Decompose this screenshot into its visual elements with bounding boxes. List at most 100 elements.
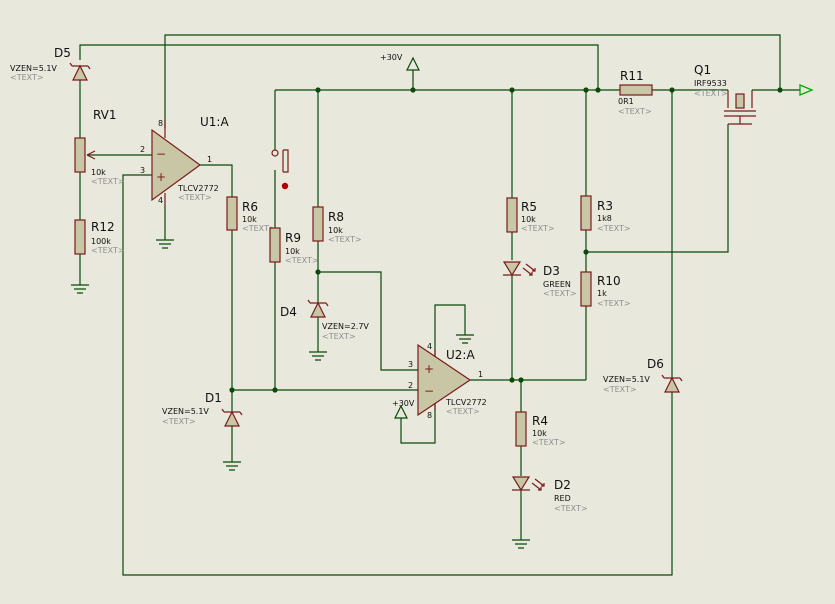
wire-u1-pin3 bbox=[122, 174, 673, 576]
r3-ref: R3 bbox=[597, 199, 613, 213]
r3-value: 1k8 bbox=[597, 214, 612, 223]
light-arrow-icon bbox=[531, 478, 545, 491]
switch-lever-icon bbox=[282, 149, 289, 173]
zener-diode-icon bbox=[310, 301, 326, 318]
u1-minus-sign: − bbox=[156, 147, 166, 161]
r11-text: <TEXT> bbox=[618, 107, 652, 116]
wire-ref-u2-plus bbox=[318, 271, 418, 371]
d5-value: VZEN=5.1V bbox=[10, 64, 57, 73]
r8-ref: R8 bbox=[328, 210, 344, 224]
opamp-icon bbox=[151, 128, 202, 202]
u2-pin-1: 1 bbox=[478, 370, 483, 379]
u1-ref: U1:A bbox=[200, 115, 229, 129]
ground-symbols bbox=[71, 239, 530, 549]
supply-label-u2: +30V bbox=[392, 399, 415, 408]
r11-value: 0R1 bbox=[618, 97, 634, 106]
q1-text: <TEXT> bbox=[694, 89, 728, 98]
wire-top-d5 bbox=[79, 44, 599, 90]
rv1-ref: RV1 bbox=[93, 108, 117, 122]
resistor-icon bbox=[74, 219, 86, 255]
component-r5[interactable]: R5 10k <TEXT> bbox=[506, 197, 555, 233]
u2-pin-2: 2 bbox=[408, 381, 413, 390]
ground-icon bbox=[512, 539, 530, 549]
rv1-value: 10k bbox=[91, 168, 106, 177]
junction-dot bbox=[229, 387, 235, 393]
d3-text: <TEXT> bbox=[543, 289, 577, 298]
component-d1[interactable]: D1 VZEN=5.1V <TEXT> bbox=[162, 391, 243, 427]
switch-contact-icon bbox=[271, 149, 279, 157]
led-icon bbox=[502, 261, 522, 277]
ground-icon bbox=[309, 351, 327, 361]
u1-value: TLCV2772 bbox=[177, 184, 219, 193]
resistor-icon bbox=[580, 195, 592, 231]
r3-text: <TEXT> bbox=[597, 224, 631, 233]
component-d3[interactable]: D3 GREEN <TEXT> bbox=[502, 261, 577, 298]
r9-ref: R9 bbox=[285, 231, 301, 245]
component-r8[interactable]: R8 10k <TEXT> bbox=[312, 206, 362, 244]
component-q1[interactable]: Q1 IRF9533 <TEXT> bbox=[694, 63, 756, 125]
resistor-icon bbox=[312, 206, 324, 242]
component-r11[interactable]: R11 0R1 <TEXT> bbox=[618, 69, 653, 116]
junction-dot bbox=[518, 377, 524, 383]
component-u1[interactable]: − + 2 3 1 8 4 U1:A TLCV2772 <TEXT> bbox=[140, 115, 229, 205]
resistor-icon bbox=[226, 196, 238, 231]
zener-diode-icon bbox=[224, 410, 240, 427]
d5-ref: D5 bbox=[54, 46, 71, 60]
junction-dot bbox=[509, 87, 515, 93]
component-r9[interactable]: R9 10k <TEXT> bbox=[269, 227, 319, 265]
component-r10[interactable]: R10 1k <TEXT> bbox=[580, 271, 631, 308]
component-d6[interactable]: D6 VZEN=5.1V <TEXT> bbox=[603, 357, 683, 394]
mosfet-body-icon bbox=[735, 93, 745, 109]
junction-dot bbox=[272, 387, 278, 393]
ground-icon bbox=[456, 334, 474, 344]
output-terminal-icon bbox=[799, 84, 814, 96]
r10-value: 1k bbox=[597, 289, 607, 298]
r10-ref: R10 bbox=[597, 274, 621, 288]
component-r6[interactable]: R6 10k <TEXT> bbox=[226, 196, 276, 233]
component-r12[interactable]: R12 100k <TEXT> bbox=[74, 219, 125, 255]
component-d2[interactable]: D2 RED <TEXT> bbox=[511, 476, 588, 513]
component-rv1[interactable]: RV1 10k <TEXT> bbox=[74, 108, 125, 186]
push-switch[interactable] bbox=[271, 149, 289, 190]
u1-pin-8: 8 bbox=[158, 119, 163, 128]
opamp-icon bbox=[417, 343, 472, 417]
resistor-icon bbox=[619, 84, 653, 96]
rv1-text: <TEXT> bbox=[91, 177, 125, 186]
wires bbox=[79, 34, 800, 576]
junction-dot bbox=[509, 377, 515, 383]
component-r4[interactable]: R4 10k <TEXT> bbox=[515, 411, 566, 447]
ground-icon bbox=[223, 461, 241, 471]
component-r3[interactable]: R3 1k8 <TEXT> bbox=[580, 195, 631, 233]
r4-value: 10k bbox=[532, 429, 547, 438]
component-u2[interactable]: + − 3 2 1 4 8 U2:A TLCV2772 <TEXT> bbox=[408, 342, 487, 420]
d5-text: <TEXT> bbox=[10, 73, 44, 82]
u1-pin-3: 3 bbox=[140, 166, 145, 175]
r12-value: 100k bbox=[91, 237, 111, 246]
u1-text: <TEXT> bbox=[178, 193, 212, 202]
u2-pin-3: 3 bbox=[408, 360, 413, 369]
q1-value: IRF9533 bbox=[694, 79, 727, 88]
junction-dot bbox=[669, 87, 675, 93]
u2-minus-sign: − bbox=[424, 384, 434, 398]
r4-text: <TEXT> bbox=[532, 438, 566, 447]
u2-pin-4: 4 bbox=[427, 342, 432, 351]
r12-ref: R12 bbox=[91, 220, 115, 234]
junction-dot bbox=[595, 87, 601, 93]
junction-dot bbox=[583, 249, 589, 255]
d1-ref: D1 bbox=[205, 391, 222, 405]
supply-30v-u2: +30V bbox=[392, 399, 415, 419]
u1-pin-2: 2 bbox=[140, 145, 145, 154]
ground-icon bbox=[156, 239, 174, 249]
mosfet-icon bbox=[724, 90, 756, 125]
d1-value: VZEN=5.1V bbox=[162, 407, 209, 416]
d3-value: GREEN bbox=[543, 280, 571, 289]
component-d5[interactable]: D5 VZEN=5.1V <TEXT> bbox=[10, 46, 91, 82]
ground-icon bbox=[71, 284, 89, 294]
r6-ref: R6 bbox=[242, 200, 258, 214]
component-d4[interactable]: D4 VZEN=2.7V <TEXT> bbox=[280, 299, 369, 341]
junction-dot bbox=[315, 87, 321, 93]
r12-text: <TEXT> bbox=[91, 246, 125, 255]
u2-text: <TEXT> bbox=[446, 407, 480, 416]
output-terminal bbox=[799, 84, 814, 96]
